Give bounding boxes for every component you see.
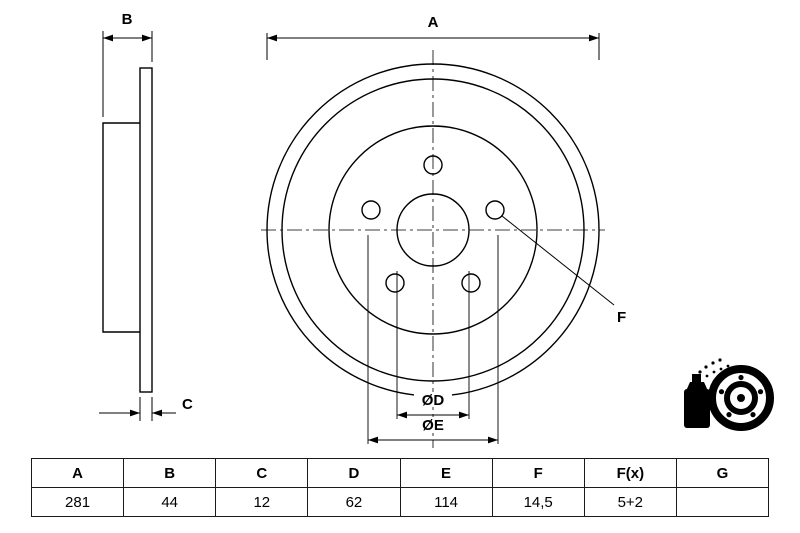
col-header-fx: F(x)	[583, 458, 677, 488]
col-header-f: F	[491, 458, 585, 488]
center-lines	[261, 50, 605, 448]
bolt-hole	[361, 200, 381, 220]
dim-b-label: B	[122, 11, 133, 28]
col-header-e: E	[399, 458, 493, 488]
value-fx: 5+2	[583, 487, 677, 517]
spec-table: A B C D E F F(x) G 281 44 12 62 114 14,5…	[30, 458, 770, 517]
front-view	[266, 63, 600, 397]
dim-a-lines	[266, 33, 600, 60]
dim-c-lines	[99, 397, 176, 421]
value-b: 44	[123, 487, 217, 517]
bolt-hole	[423, 155, 443, 175]
center-bore-circle	[396, 193, 470, 267]
dim-d-label-mask	[414, 392, 452, 407]
value-a: 281	[30, 487, 125, 517]
value-f: 14,5	[491, 487, 585, 517]
col-header-b: B	[123, 458, 217, 488]
col-header-d: D	[307, 458, 401, 488]
col-header-c: C	[215, 458, 309, 488]
col-header-g: G	[675, 458, 770, 488]
col-header-a: A	[30, 458, 125, 488]
technical-drawing: B C A F	[99, 11, 774, 448]
dia-extension-lines	[367, 235, 499, 444]
dim-e-label: ØE	[422, 417, 444, 434]
value-g	[675, 487, 770, 517]
bolt-hole	[385, 273, 405, 293]
dim-e-label-mask	[414, 417, 452, 432]
spray-can-icon	[684, 374, 710, 428]
brake-disc-icon	[708, 365, 774, 431]
bosch-pictogram	[684, 358, 774, 431]
friction-ring-inner-circle	[281, 78, 585, 382]
bolt-hole	[461, 273, 481, 293]
dim-c-label: C	[182, 396, 193, 413]
spec-header-row: A B C D E F F(x) G	[30, 458, 770, 488]
hat-circle	[328, 125, 538, 335]
dim-f-leader-line	[501, 215, 615, 306]
dim-f-label: F	[617, 309, 626, 326]
dim-b-lines	[102, 31, 153, 117]
dia-dimension-lines	[368, 411, 498, 444]
dim-d-label: ØD	[422, 392, 445, 409]
value-e: 114	[399, 487, 493, 517]
dim-a-label: A	[428, 14, 439, 31]
value-d: 62	[307, 487, 401, 517]
spec-value-row: 281 44 12 62 114 14,5 5+2	[30, 487, 770, 517]
bolt-hole	[485, 200, 505, 220]
side-view	[102, 67, 153, 393]
value-c: 12	[215, 487, 309, 517]
